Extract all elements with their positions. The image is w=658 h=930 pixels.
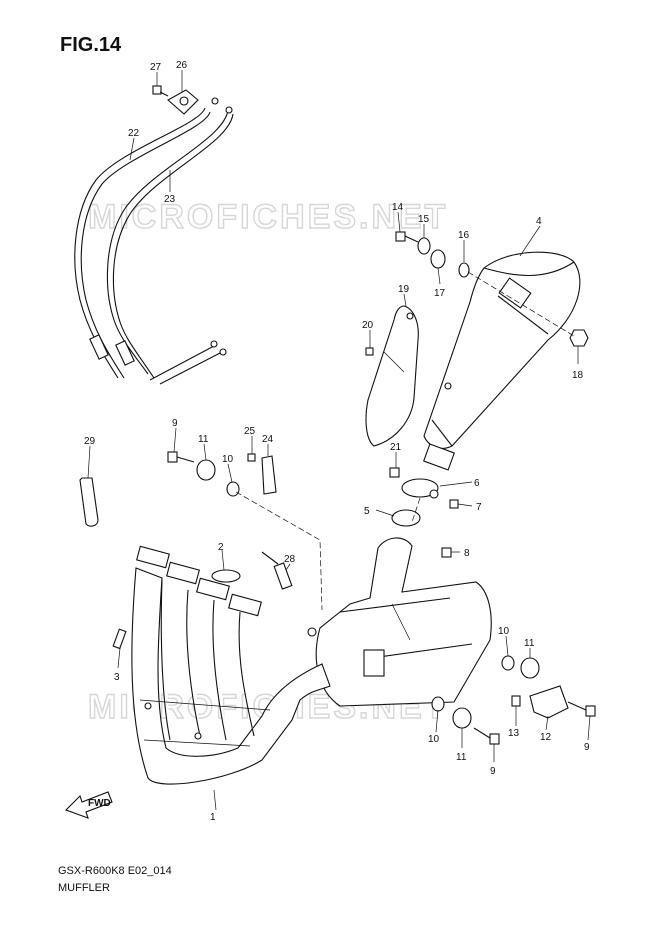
callout-17: 17 <box>434 288 446 299</box>
callout-7: 7 <box>476 502 482 513</box>
callout-27: 27 <box>150 62 162 73</box>
sensor-28[interactable] <box>261 551 293 590</box>
exhaust-flanges <box>136 545 262 617</box>
nut-18[interactable] <box>569 329 589 347</box>
callout-21: 21 <box>390 442 402 453</box>
callout-28: 28 <box>284 554 296 565</box>
leader-line-4 <box>467 271 575 337</box>
bushing-11-right[interactable] <box>520 657 540 679</box>
screw-27[interactable] <box>152 85 169 97</box>
bolt-9-upper[interactable] <box>167 451 195 463</box>
callout-labels: 27 26 22 23 14 15 16 4 17 19 20 18 29 9 … <box>84 60 590 823</box>
callout-10-right: 10 <box>498 626 510 637</box>
callout-25: 25 <box>244 426 256 437</box>
callout-23: 23 <box>164 194 176 205</box>
exhaust-chamber[interactable] <box>295 537 492 707</box>
gasket-2[interactable] <box>211 569 241 583</box>
callout-4: 4 <box>536 216 542 227</box>
callout-16: 16 <box>458 230 470 241</box>
callout-9-upper: 9 <box>172 418 178 429</box>
washer-15[interactable] <box>417 237 431 255</box>
cable-23[interactable] <box>106 109 234 379</box>
bushing-11-lower[interactable] <box>452 707 472 729</box>
callout-14: 14 <box>392 202 404 213</box>
callout-5: 5 <box>364 506 370 517</box>
bracket-12[interactable] <box>529 685 569 719</box>
callout-26: 26 <box>176 60 188 71</box>
callout-10-upper: 10 <box>222 454 234 465</box>
figure-title: FIG.14 <box>60 34 122 56</box>
callout-19: 19 <box>398 284 410 295</box>
cable-ends <box>149 97 233 385</box>
fwd-label: FWD <box>88 798 111 809</box>
watermark-top: MICROFICHES.NET <box>88 198 448 236</box>
callout-11-right: 11 <box>524 638 535 649</box>
stud-3[interactable] <box>112 628 127 650</box>
bolt-13[interactable] <box>511 695 521 707</box>
callout-18: 18 <box>572 370 584 381</box>
muffler-4[interactable] <box>423 251 581 471</box>
callout-1: 1 <box>210 812 216 823</box>
callout-12: 12 <box>540 732 552 743</box>
cable-22[interactable] <box>74 107 211 379</box>
bolt-25[interactable] <box>247 453 256 462</box>
bolt-21[interactable] <box>389 467 400 478</box>
callout-20: 20 <box>362 320 374 331</box>
collar-10-right[interactable] <box>501 655 515 671</box>
callout-22: 22 <box>128 128 140 139</box>
nut-8[interactable] <box>441 547 452 558</box>
leader-line-5 <box>411 497 421 523</box>
collar-16[interactable] <box>458 262 470 278</box>
cable-bracket-26[interactable] <box>167 89 199 115</box>
figure-code: GSX-R600K8 E02_014 <box>58 865 172 877</box>
bracket-29[interactable] <box>79 477 99 527</box>
callout-24: 24 <box>262 434 274 445</box>
callout-15: 15 <box>418 214 430 225</box>
heat-shield-19[interactable] <box>365 305 419 447</box>
callout-6: 6 <box>474 478 480 489</box>
callout-9-right: 9 <box>584 742 590 753</box>
fwd-arrow-icon: FWD <box>65 791 113 819</box>
leader-line-upper <box>235 491 323 611</box>
collar-10-lower[interactable] <box>431 696 445 712</box>
callout-29: 29 <box>84 436 96 447</box>
bolt-14[interactable] <box>395 231 419 243</box>
leader-lines <box>87 70 591 811</box>
callout-13: 13 <box>508 728 520 739</box>
figure-name: MUFFLER <box>58 882 110 894</box>
collar-10-upper[interactable] <box>226 481 240 497</box>
bracket-24[interactable] <box>261 455 277 495</box>
callout-3: 3 <box>114 672 120 683</box>
callout-2: 2 <box>218 542 224 553</box>
callout-10-lower: 10 <box>428 734 440 745</box>
exhaust-pipe-1[interactable] <box>131 567 331 785</box>
bolt-7[interactable] <box>449 499 459 509</box>
callout-11-lower: 11 <box>456 752 467 763</box>
bushing-11-upper[interactable] <box>196 459 216 481</box>
clamp-6[interactable] <box>401 478 439 499</box>
grommet-17[interactable] <box>430 249 446 269</box>
bolt-9-right[interactable] <box>567 701 596 717</box>
callout-11-upper: 11 <box>198 434 209 445</box>
callout-8: 8 <box>464 548 470 559</box>
bolt-9-lower[interactable] <box>473 727 500 745</box>
screw-20[interactable] <box>365 347 374 356</box>
callout-9-lower: 9 <box>490 766 496 777</box>
gasket-5[interactable] <box>391 509 421 527</box>
